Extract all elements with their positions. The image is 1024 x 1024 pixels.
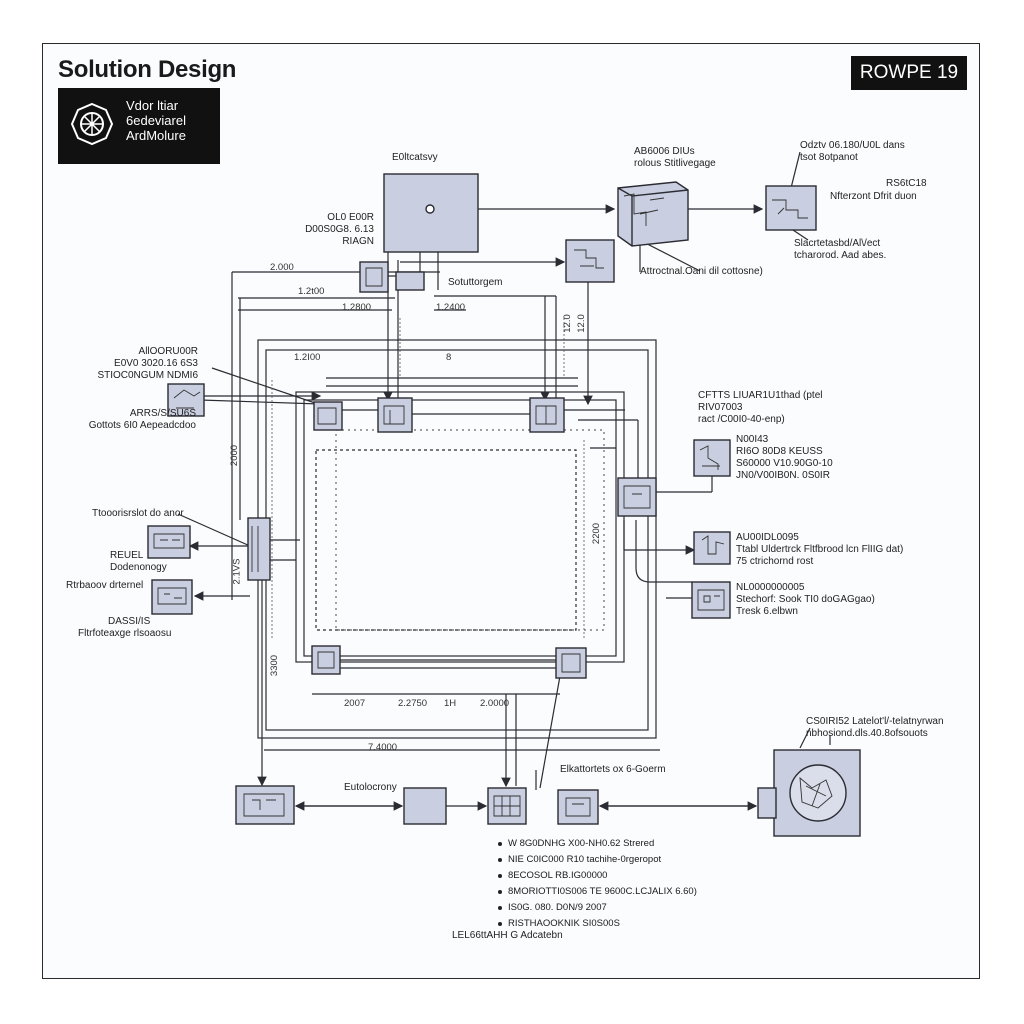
- dim-4: 1.2400: [436, 302, 466, 313]
- note-item: 8ECOSOL RB.IG00000: [498, 868, 697, 884]
- label-top-right-b-1: RS6tC18: [886, 178, 927, 189]
- module-top-mid-3d: [617, 181, 689, 247]
- dim-1: 2.000: [270, 262, 294, 273]
- dim-8: 2200: [591, 522, 603, 545]
- dim-17: 12.0: [575, 314, 587, 333]
- note-item: 8MORIOTTI0S006 TE 9600C.LCJALIX 6.60): [498, 884, 697, 900]
- note-item: IS0G. 080. D0N/9 2007: [498, 900, 697, 916]
- page-title: Solution Design: [58, 56, 237, 83]
- dim-10: 3300: [269, 654, 281, 677]
- module-bottom-1: [235, 785, 295, 825]
- module-top-left-small: [359, 261, 389, 293]
- dim-7: 2000: [229, 444, 241, 467]
- dim-14: 2.0000: [480, 698, 510, 709]
- footer-label: LEL66ttAHH G Adcatebn: [452, 930, 563, 941]
- dim-16: 12.0: [561, 314, 573, 333]
- dim-2: 1.2t00: [298, 286, 325, 297]
- label-bottom-mid: Elkattortets ox 6-Goerm: [560, 764, 666, 775]
- module-right-1: [693, 439, 731, 477]
- label-sub: Sotuttorgem: [448, 277, 503, 288]
- module-left-2: [147, 525, 191, 559]
- frame-dashed-2: [335, 429, 605, 631]
- label-top-right-b-2: Nfterzont Dfrit duon: [830, 191, 917, 202]
- module-top-left-small-2: [395, 271, 425, 291]
- node-bottom-left: [311, 645, 341, 675]
- note-item: W 8G0DNHG X00-NH0.62 Strered: [498, 836, 697, 852]
- node-bus-3: [529, 397, 565, 433]
- node-left-connector: [247, 517, 271, 581]
- dim-6: 8: [446, 352, 452, 363]
- dim-3: 1.2800: [342, 302, 372, 313]
- logo-icon: [70, 102, 114, 146]
- node-bus-2: [377, 397, 413, 433]
- module-left-3: [151, 579, 193, 615]
- dim-12: 2.2750: [398, 698, 428, 709]
- server-label: E0ltcatsvy: [392, 152, 438, 163]
- module-top-right-b: [765, 185, 817, 231]
- frame-dashed: [315, 449, 577, 631]
- node-bottom-right: [555, 647, 587, 679]
- module-top-mid-screen: [565, 239, 615, 283]
- revision-badge: ROWPE 19: [851, 56, 967, 90]
- node-bus-1: [313, 401, 343, 431]
- label-attr-arrow: Attroctnal.Oani dil cottosne): [640, 266, 763, 277]
- label-left-5: Rtrbaoov drternel: [66, 580, 144, 591]
- notes-list: W 8G0DNHG X00-NH0.62 Strered NIE C0IC000…: [498, 836, 697, 932]
- dim-13: 1H: [444, 698, 457, 709]
- company-logo: Vdor ltiar 6edeviarel ArdMolure: [58, 88, 220, 164]
- module-bottom-4: [557, 789, 599, 825]
- frame-ring-3: [295, 391, 625, 663]
- dim-9: 2.1VS: [231, 558, 243, 585]
- dim-5: 1.2I00: [294, 352, 321, 363]
- frame-ring-4: [303, 399, 617, 657]
- label-bottom-left: Eutolocrony: [344, 782, 397, 793]
- note-item: RISTHAOOKNIK SI0S00S: [498, 916, 697, 932]
- dim-11: 2007: [344, 698, 366, 709]
- label-left-3: Ttooorisrslot do anor: [92, 508, 184, 519]
- module-right-2: [693, 531, 731, 565]
- dim-15: 7.4000: [368, 742, 398, 753]
- logo-text: Vdor ltiar 6edeviarel ArdMolure: [126, 98, 186, 143]
- module-left-1: [167, 383, 205, 417]
- central-server-box: [383, 173, 479, 253]
- module-bottom-2: [403, 787, 447, 825]
- note-item: NIE C0IC000 R10 tachihe-0rgeropot: [498, 852, 697, 868]
